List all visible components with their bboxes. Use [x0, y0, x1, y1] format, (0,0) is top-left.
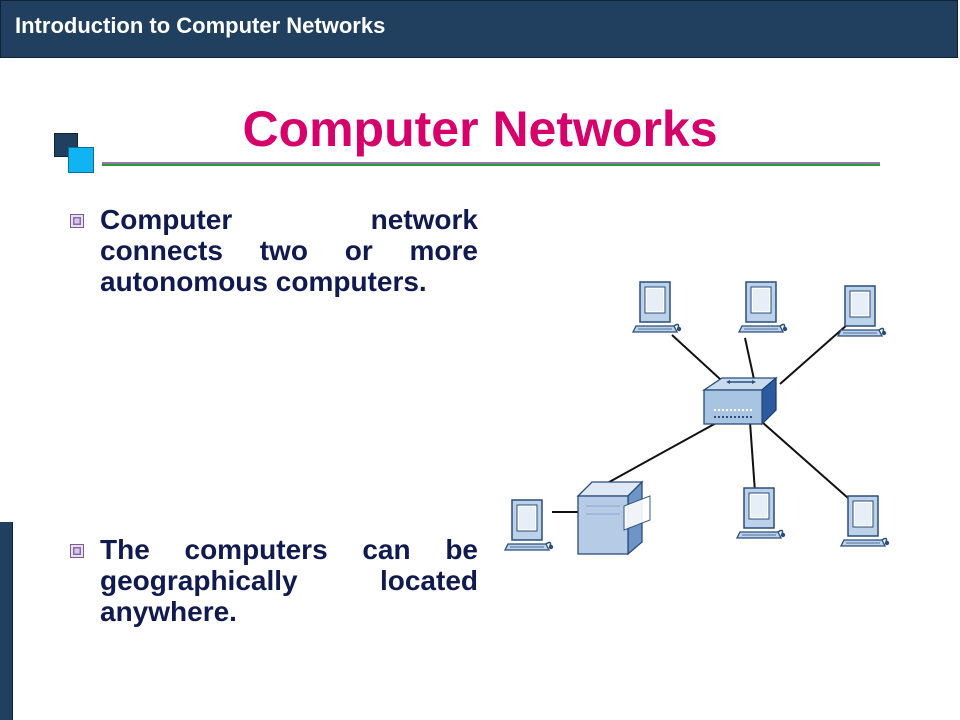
header-bar: Introduction to Computer Networks: [0, 0, 958, 58]
header-title: Introduction to Computer Networks: [15, 13, 386, 38]
left-decor-strip: [0, 522, 13, 720]
desktop-computer-icon: [632, 281, 682, 333]
desktop-computer-icon: [738, 281, 788, 333]
bullet-text: Computer network connects two or more au…: [100, 204, 478, 297]
blue-square: [68, 147, 94, 173]
title-underline: [102, 162, 880, 166]
server-icon: [576, 480, 651, 556]
desktop-computer-icon: [736, 487, 786, 539]
desktop-computer-icon: [504, 499, 554, 551]
bullet-item: Computer network connects two or more au…: [70, 204, 478, 297]
bullet-text: The computers can be geographically loca…: [100, 534, 478, 627]
desktop-computer-icon: [837, 285, 887, 337]
bullet-item: The computers can be geographically loca…: [70, 534, 478, 627]
dark-square: [54, 133, 78, 157]
bullet-square-icon: [70, 214, 84, 228]
slide-title: Computer Networks: [242, 101, 718, 157]
network-switch-icon: [701, 376, 778, 426]
desktop-computer-icon: [840, 495, 890, 547]
network-diagram: [504, 281, 890, 556]
bullet-square-icon: [70, 544, 84, 558]
